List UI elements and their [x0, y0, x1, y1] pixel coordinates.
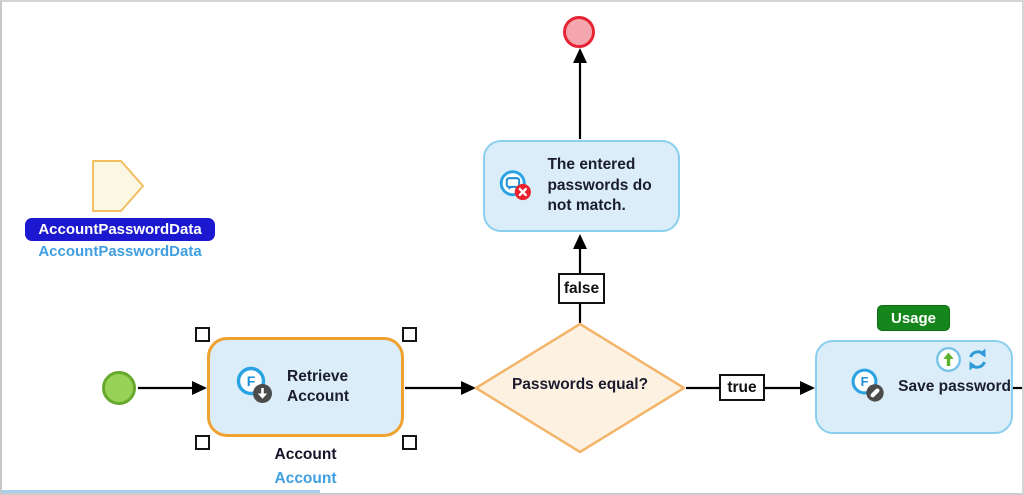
selection-handle-top-left[interactable]	[195, 327, 210, 342]
arrowhead	[573, 48, 587, 63]
upload-icon[interactable]	[935, 346, 962, 373]
end-event[interactable]	[563, 16, 595, 48]
svg-text:F: F	[861, 374, 869, 389]
data-object-shape[interactable]	[91, 159, 146, 213]
arrowhead	[800, 381, 815, 395]
task-retrieve-account[interactable]: F Retrieve Account	[207, 337, 404, 437]
gateway-question-label: Passwords equal?	[511, 376, 649, 393]
function-call-icon: F	[851, 368, 884, 402]
task-result-type-label: Account	[274, 470, 337, 487]
message-error-icon	[499, 170, 531, 201]
start-event[interactable]	[102, 371, 136, 405]
task-save-password[interactable]: F Save password	[815, 340, 1013, 434]
arrowhead	[573, 234, 587, 249]
function-call-icon: F	[236, 366, 272, 403]
data-object-type-label: AccountPasswordData	[38, 243, 202, 260]
error-badge-icon	[514, 183, 531, 201]
task-error-message[interactable]: The entered passwords do not match.	[483, 140, 680, 232]
arrowhead	[192, 381, 207, 395]
svg-text:F: F	[247, 373, 256, 389]
download-badge-icon	[253, 384, 272, 403]
flow-label-true[interactable]: true	[719, 374, 765, 401]
task-title: Retrieve Account	[287, 367, 349, 405]
task-result-label[interactable]: Account	[274, 446, 337, 463]
usage-badge[interactable]: Usage	[877, 305, 950, 331]
selection-handle-top-right[interactable]	[402, 327, 417, 342]
edit-badge-icon	[866, 384, 884, 402]
arrowhead	[461, 381, 476, 395]
flow-label-false[interactable]: false	[558, 273, 605, 304]
data-object-name-label[interactable]: AccountPasswordData	[25, 218, 215, 241]
task-title: Save password	[898, 377, 1011, 395]
sync-icon[interactable]	[964, 346, 991, 373]
gateway-shape[interactable]	[473, 321, 687, 455]
task-title: The entered passwords do not match.	[547, 155, 652, 215]
canvas-bottom-edge	[2, 490, 320, 493]
selection-handle-bottom-right[interactable]	[402, 435, 417, 450]
selection-handle-bottom-left[interactable]	[195, 435, 210, 450]
